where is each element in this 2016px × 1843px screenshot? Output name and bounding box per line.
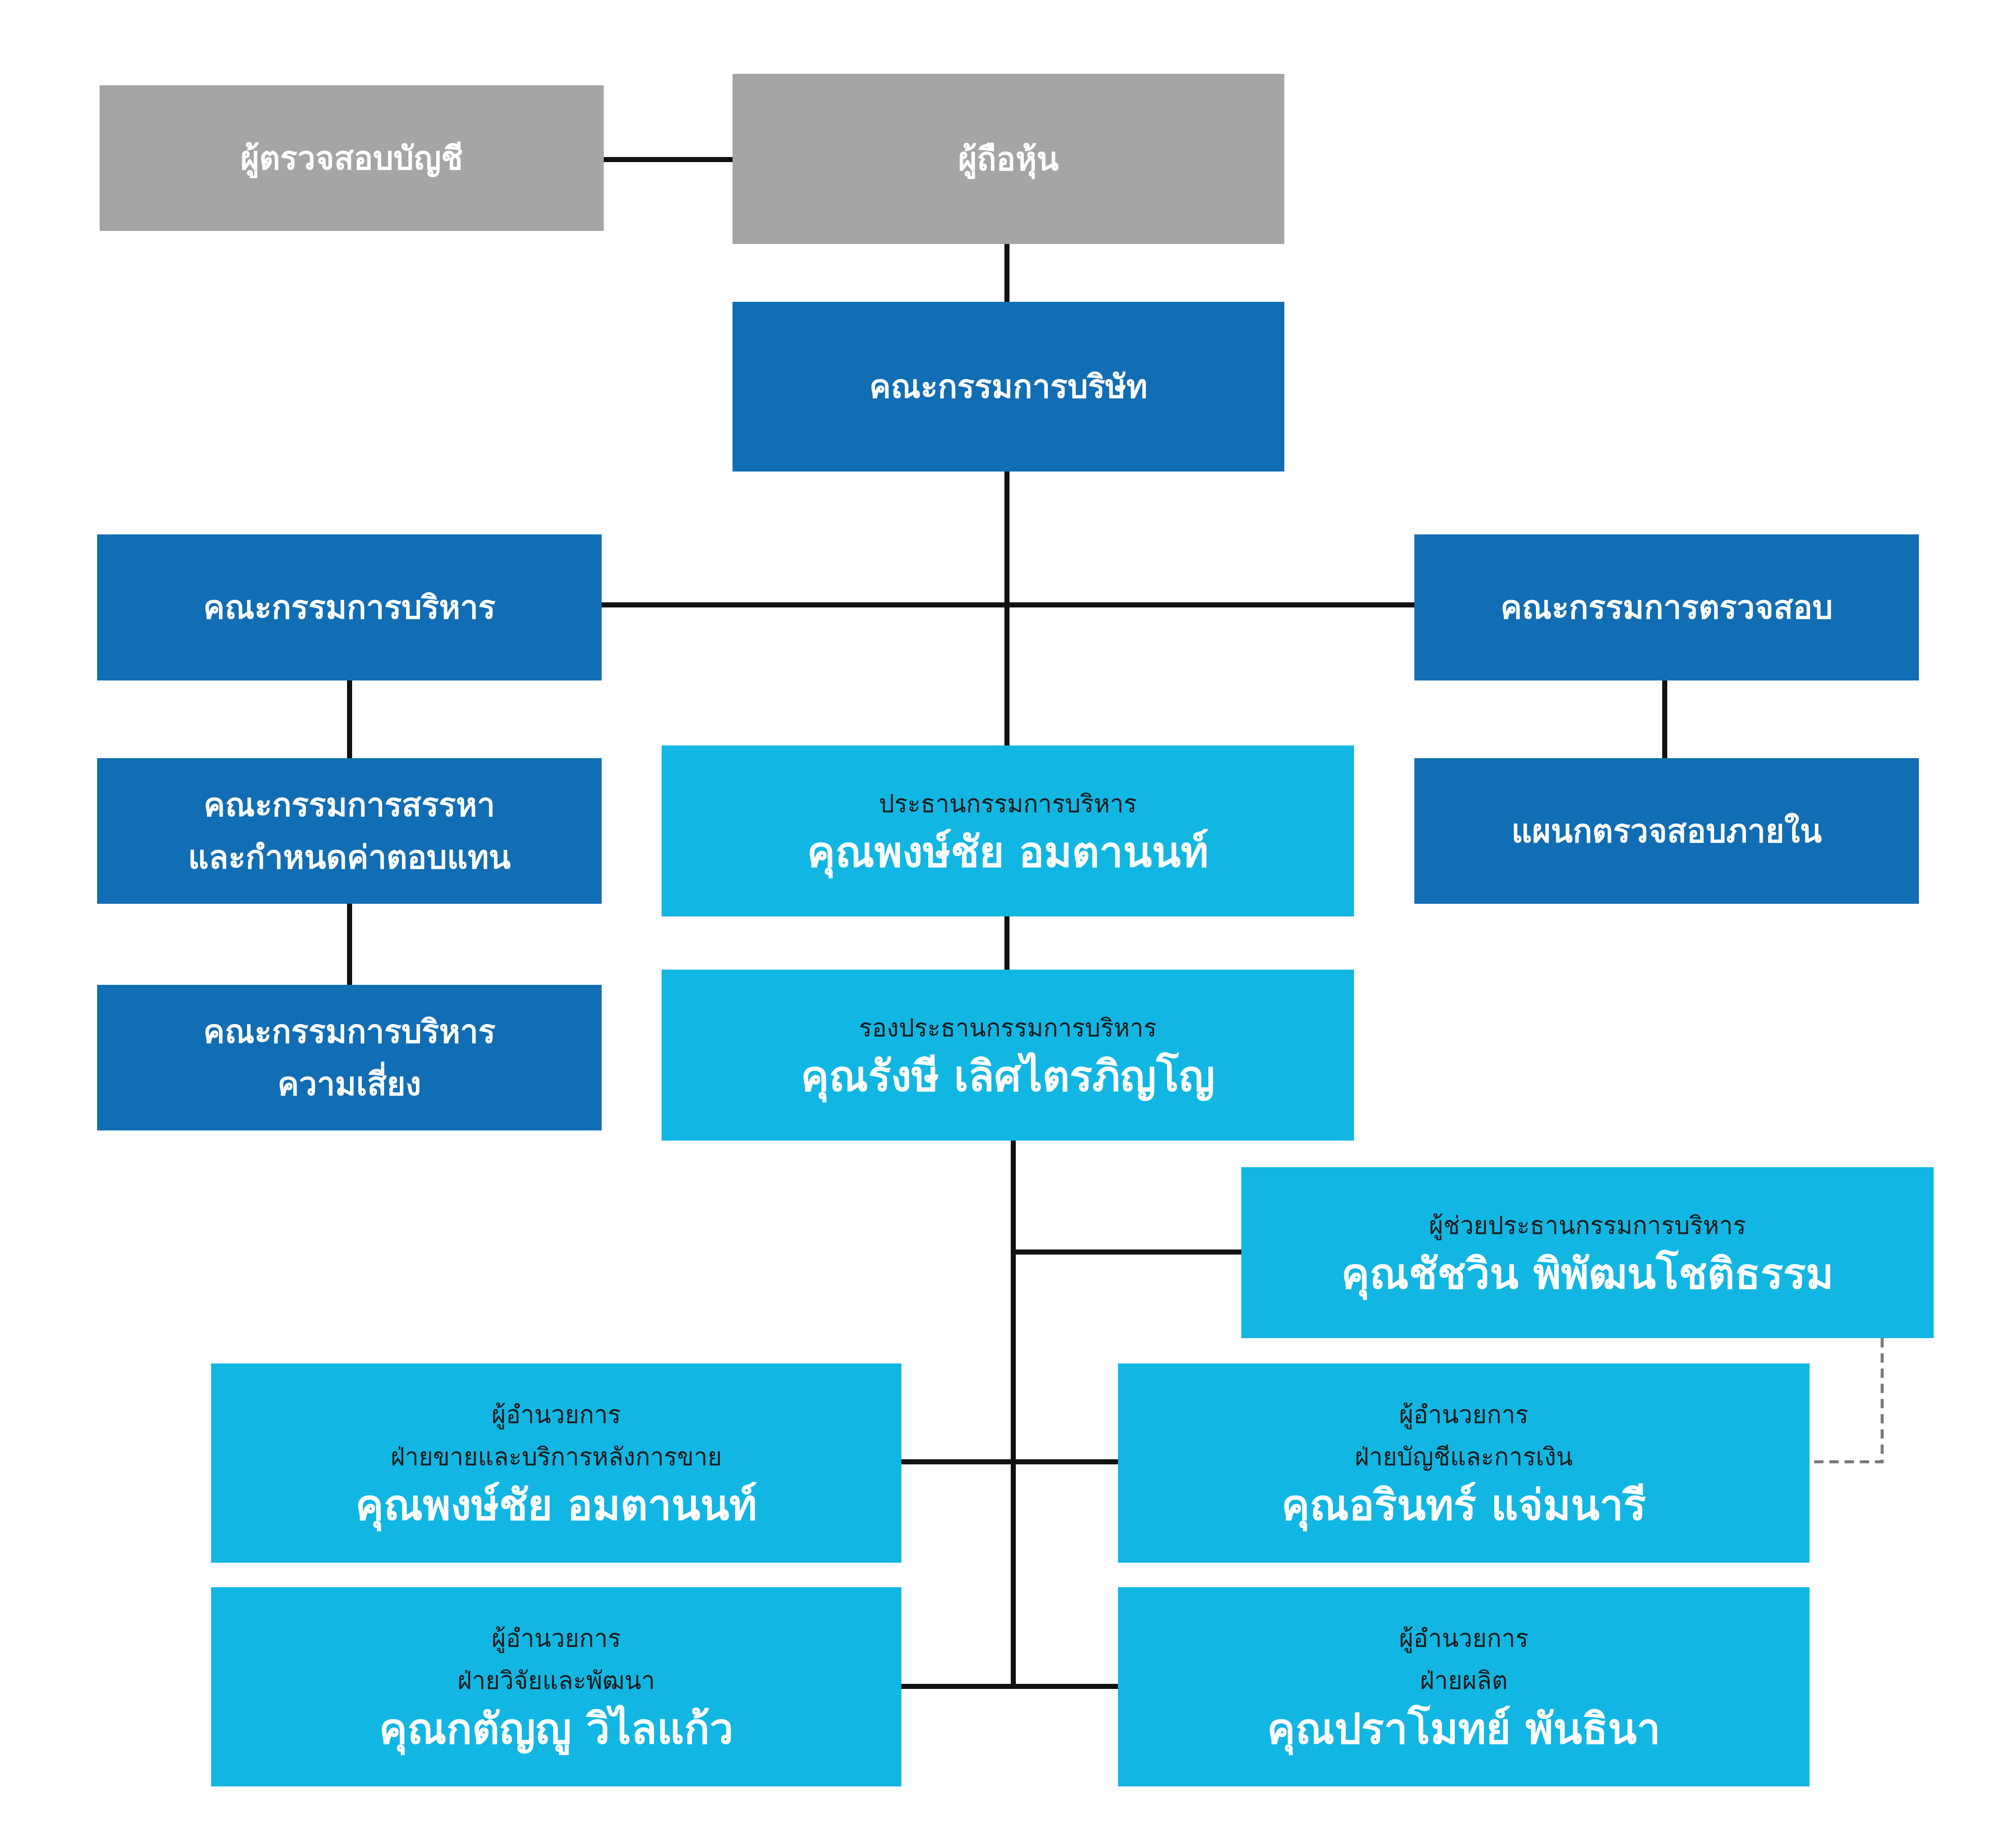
director-sales-name: คุณพงษ์ชัย อมตานนท์ xyxy=(355,1480,757,1530)
director-finance-box: ผู้อำนวยการ ฝ่ายบัญชีและการเงิน คุณอรินท… xyxy=(1118,1363,1810,1563)
nomination-committee-box: คณะกรรมการสรรหา และกำหนดค่าตอบแทน xyxy=(97,758,602,904)
director-rnd-box: ผู้อำนวยการ ฝ่ายวิจัยและพัฒนา คุณกตัญญู … xyxy=(211,1587,901,1786)
assistant-ceo-name: คุณชัชวิน พิพัฒนโชติธรรม xyxy=(1341,1249,1834,1298)
assistant-ceo-box: ผู้ช่วยประธานกรรมการบริหาร คุณชัชวิน พิพ… xyxy=(1241,1167,1934,1338)
director-production-role1: ผู้อำนวยการ xyxy=(1399,1624,1529,1653)
nomination-committee-line1: คณะกรรมการสรรหา xyxy=(203,786,495,824)
director-sales-box: ผู้อำนวยการ ฝ่ายขายและบริการหลังการขาย ค… xyxy=(211,1363,901,1563)
internal-audit-box: แผนกตรวจสอบภายใน xyxy=(1414,758,1919,904)
ceo-name: คุณพงษ์ชัย อมตานนท์ xyxy=(807,827,1209,877)
audit-committee-label: คณะกรรมการตรวจสอบ xyxy=(1500,588,1833,626)
vice-ceo-box: รองประธานกรรมการบริหาร คุณรังษี เลิศไตรภ… xyxy=(662,970,1354,1141)
director-rnd-role1: ผู้อำนวยการ xyxy=(491,1624,621,1653)
audit-committee-box: คณะกรรมการตรวจสอบ xyxy=(1414,534,1919,680)
director-production-name: คุณปราโมทย์ พันธินา xyxy=(1267,1704,1661,1754)
assistant-ceo-role: ผู้ช่วยประธานกรรมการบริหาร xyxy=(1429,1211,1746,1240)
shareholders-label: ผู้ถือหุ้น xyxy=(958,140,1059,178)
vice-ceo-name: คุณรังษี เลิศไตรภิญโญ xyxy=(800,1051,1215,1101)
director-sales-role2: ฝ่ายขายและบริการหลังการขาย xyxy=(391,1442,722,1471)
auditor-label: ผู้ตรวจสอบบัญชี xyxy=(240,139,463,177)
ceo-box: ประธานกรรมการบริหาร คุณพงษ์ชัย อมตานนท์ xyxy=(662,745,1354,916)
director-finance-role2: ฝ่ายบัญชีและการเงิน xyxy=(1354,1442,1573,1471)
ceo-role: ประธานกรรมการบริหาร xyxy=(879,789,1137,818)
line-assistant-finance-dotted xyxy=(1810,1338,1884,1464)
director-finance-name: คุณอรินทร์ แจ่มนารี xyxy=(1281,1480,1646,1530)
director-production-role2: ฝ่ายผลิต xyxy=(1420,1666,1508,1695)
nomination-committee-line2: และกำหนดค่าตอบแทน xyxy=(188,838,511,876)
risk-committee-box: คณะกรรมการบริหาร ความเสี่ยง xyxy=(97,985,602,1130)
internal-audit-label: แผนกตรวจสอบภายใน xyxy=(1511,812,1822,850)
director-rnd-name: คุณกตัญญู วิไลแก้ว xyxy=(379,1704,734,1754)
director-production-box: ผู้อำนวยการ ฝ่ายผลิต คุณปราโมทย์ พันธินา xyxy=(1118,1587,1810,1786)
auditor-box: ผู้ตรวจสอบบัญชี xyxy=(100,85,604,231)
shareholders-box: ผู้ถือหุ้น xyxy=(733,74,1284,244)
director-finance-role1: ผู้อำนวยการ xyxy=(1399,1400,1529,1429)
director-rnd-role2: ฝ่ายวิจัยและพัฒนา xyxy=(457,1666,655,1695)
board-box: คณะกรรมการบริษัท xyxy=(733,302,1284,472)
executive-committee-label: คณะกรรมการบริหาร xyxy=(203,588,496,626)
risk-committee-line1: คณะกรรมการบริหาร xyxy=(203,1012,496,1050)
executive-committee-box: คณะกรรมการบริหาร xyxy=(97,534,602,680)
board-label: คณะกรรมการบริษัท xyxy=(869,368,1148,405)
director-sales-role1: ผู้อำนวยการ xyxy=(491,1400,621,1429)
vice-ceo-role: รองประธานกรรมการบริหาร xyxy=(859,1013,1157,1042)
risk-committee-line2: ความเสี่ยง xyxy=(277,1065,421,1103)
